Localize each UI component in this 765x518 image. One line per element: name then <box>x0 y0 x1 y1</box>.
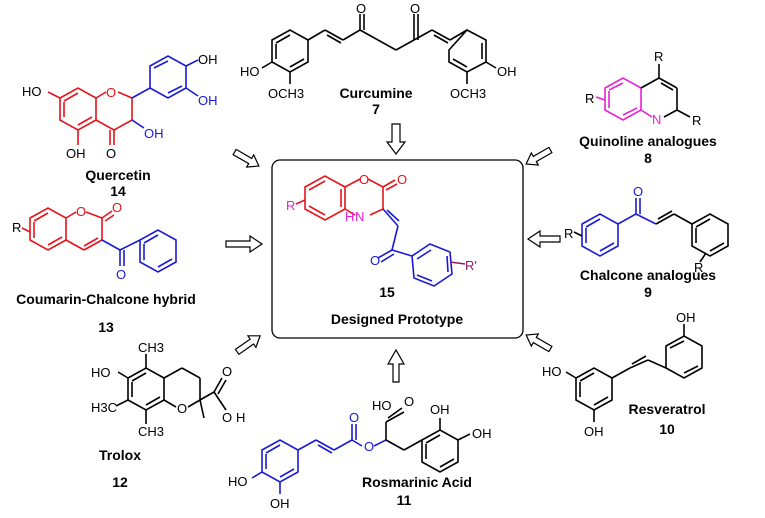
resveratrol-name: Resveratrol <box>628 401 705 417</box>
trolox-o-ring: O <box>177 401 187 416</box>
curcumine-number: 7 <box>372 101 380 117</box>
rosmarinic-ho: HO <box>372 398 392 413</box>
arrow-quinoline <box>525 146 553 166</box>
rosmarinic-oh-right: OH <box>472 426 492 441</box>
resveratrol-number: 10 <box>659 421 675 437</box>
quercetin-oh-bottom: OH <box>66 146 86 161</box>
coumarin-r: R <box>12 220 21 235</box>
rosmarinic-o-ester-carbonyl: O <box>349 410 359 425</box>
quinoline-r-top: R <box>654 49 663 64</box>
curcumine-name: Curcumine <box>339 85 412 101</box>
coumarin-chalcone-structure: O O R O <box>12 200 177 282</box>
trolox-ch3-top: CH3 <box>138 340 164 355</box>
chalcone-structure: O R R <box>564 184 729 275</box>
rosmarinic-number: 11 <box>397 492 412 508</box>
curcumine-oh: OH <box>497 64 517 79</box>
curcumine-och3-right: OCH3 <box>450 86 486 101</box>
coumarin-o-ring: O <box>76 204 86 219</box>
quinoline-n: N <box>652 112 661 127</box>
resveratrol-oh-bottom: OH <box>584 424 604 439</box>
trolox-ch3-bottom: CH3 <box>138 424 164 439</box>
arrow-resveratrol <box>525 333 553 353</box>
trolox-number: 12 <box>112 474 128 490</box>
quercetin-o-ring: O <box>106 85 116 100</box>
trolox-structure: CH3 HO H3C CH3 O O O H <box>91 340 245 439</box>
prototype-box <box>271 159 524 339</box>
quercetin-oh-3p: OH <box>198 93 218 108</box>
quinoline-r-right: R <box>692 113 701 128</box>
atom-o-ring: O <box>359 172 369 187</box>
coumarin-o-carbonyl: O <box>112 200 122 215</box>
chalcone-r-right: R <box>694 260 703 275</box>
quercetin-oh-4p: OH <box>198 52 218 67</box>
prototype-number: 15 <box>379 284 395 300</box>
quercetin-ho: HO <box>22 84 42 99</box>
atom-o-carbonyl: O <box>397 172 407 187</box>
atom-r-prototype: R <box>286 198 295 213</box>
arrow-curcumine <box>385 123 407 155</box>
coumarin-o-ketone: O <box>116 267 126 282</box>
chalcone-o: O <box>633 184 643 199</box>
curcumine-o1: O <box>356 1 366 16</box>
rosmarinic-name: Rosmarinic Acid <box>362 474 472 490</box>
arrow-rosmarinic <box>386 348 406 383</box>
trolox-name: Trolox <box>99 447 141 463</box>
prototype-name: Designed Prototype <box>331 311 463 327</box>
quercetin-number: 14 <box>110 183 126 199</box>
atom-rprime: R' <box>465 258 477 273</box>
coumarin-chalcone-name: Coumarin-Chalcone hybrid <box>16 291 196 307</box>
quercetin-oh-3: OH <box>144 126 164 141</box>
quercetin-structure: O HO OH O OH OH OH <box>22 52 218 161</box>
curcumine-och3-left: OCH3 <box>268 86 304 101</box>
resveratrol-ho: HO <box>542 364 562 379</box>
quercetin-name: Quercetin <box>85 167 150 183</box>
atom-n-prototype: N <box>355 209 364 224</box>
rosmarinic-oh-top: OH <box>430 402 450 417</box>
quinoline-structure: R R R N <box>585 49 701 128</box>
quinoline-r-left: R <box>585 91 594 106</box>
chalcone-number: 9 <box>644 284 652 300</box>
quercetin-o-carbonyl: O <box>106 146 116 161</box>
trolox-oh-h: H <box>236 410 245 425</box>
trolox-o-acid: O <box>222 364 232 379</box>
atom-h-prototype: H <box>345 209 354 224</box>
rosmarinic-structure: O O HO O OH OH HO OH <box>228 394 492 511</box>
quinoline-number: 8 <box>644 150 652 166</box>
rosmarinic-ho-left: HO <box>228 474 248 489</box>
rosmarinic-o-acid: O <box>404 394 414 409</box>
quinoline-name: Quinoline analogues <box>579 133 717 149</box>
atom-o-ketone: O <box>370 253 380 268</box>
arrow-chalcone <box>526 229 561 249</box>
rosmarinic-oh-bottom: OH <box>270 496 290 511</box>
prototype-structure: O O R N H O R' <box>286 172 477 287</box>
curcumine-structure: O O HO OCH3 OH OCH3 <box>240 1 517 101</box>
rosmarinic-o-ester: O <box>364 439 374 454</box>
resveratrol-oh-top: OH <box>676 310 696 325</box>
trolox-oh-o: O <box>222 410 232 425</box>
chalcone-name: Chalcone analogues <box>580 267 716 283</box>
chalcone-r-left: R <box>564 226 573 241</box>
coumarin-chalcone-number: 13 <box>98 319 114 335</box>
arrows <box>225 123 561 383</box>
arrow-quercetin <box>232 148 260 168</box>
arrow-coumarin <box>225 234 264 254</box>
trolox-h3c: H3C <box>91 400 117 415</box>
curcumine-o2: O <box>410 1 420 16</box>
resveratrol-structure: OH HO OH <box>542 310 703 439</box>
arrow-trolox <box>234 335 261 356</box>
trolox-ho: HO <box>91 365 111 380</box>
curcumine-ho: HO <box>240 64 260 79</box>
